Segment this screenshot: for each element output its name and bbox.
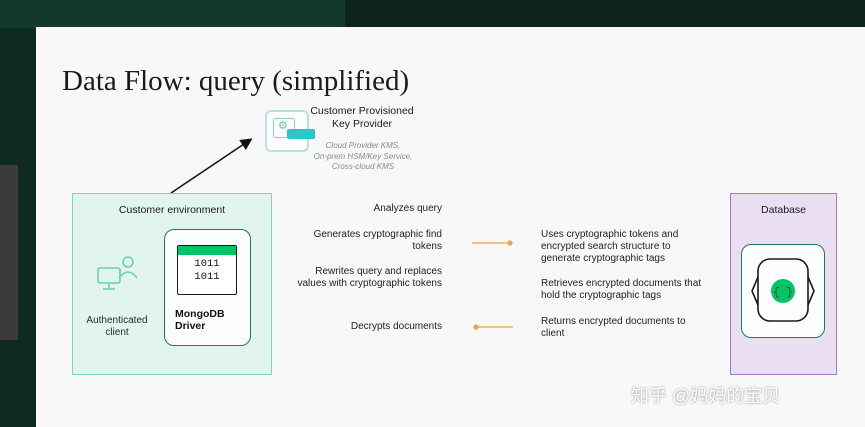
background-left-strip	[0, 165, 18, 340]
background-top-band	[0, 0, 865, 28]
database-title: Database	[761, 204, 806, 216]
step-decrypt-documents: Decrypts documents	[350, 321, 442, 332]
slide-title: Data Flow: query (simplified)	[62, 65, 410, 97]
user-desktop-icon	[97, 256, 138, 290]
key-provider-title: Customer Provisioned Key Provider	[310, 105, 414, 130]
svg-text:{ }: { }	[773, 287, 793, 299]
database-box: Database { }	[730, 193, 837, 375]
key-provider-icon: ⚙	[265, 110, 315, 152]
mongodb-driver-card: 1011 1011 MongoDB Driver	[164, 229, 251, 346]
customer-environment-box: Customer environment Authenticated clien…	[72, 193, 272, 375]
database-braces-icon: { }	[751, 258, 815, 322]
customer-environment-title: Customer environment	[118, 204, 226, 216]
watermark: 知乎 @妈妈的宝贝	[631, 386, 781, 406]
arrow-to-client-head	[473, 324, 479, 330]
gear-icon: ⚙	[278, 120, 288, 132]
slide: Data Flow: query (simplified) ⚙ Customer…	[36, 27, 865, 427]
step-generate-tags: Uses cryptographic tokens and encrypted …	[541, 229, 679, 264]
step-analyzes-query: Analyzes query	[373, 203, 442, 214]
step-generate-tokens: Generates cryptographic find tokens	[313, 229, 442, 252]
client-label: Authenticated client	[86, 315, 148, 338]
driver-binary-icon: 1011 1011	[177, 245, 237, 295]
key-provider-connector	[170, 138, 253, 194]
step-rewrite-query: Rewrites query and replaces values with …	[297, 266, 442, 289]
connector-layer	[170, 138, 513, 330]
key-provider-subtitle: Cloud Provider KMS, On-prem HSM/Key Serv…	[313, 141, 413, 171]
arrow-to-database-head	[507, 240, 513, 246]
database-card: { }	[741, 244, 825, 338]
step-return-documents: Returns encrypted documents to client	[541, 316, 686, 339]
driver-label: MongoDB Driver	[175, 308, 225, 332]
step-retrieve-documents: Retrieves encrypted documents that hold …	[541, 278, 702, 301]
